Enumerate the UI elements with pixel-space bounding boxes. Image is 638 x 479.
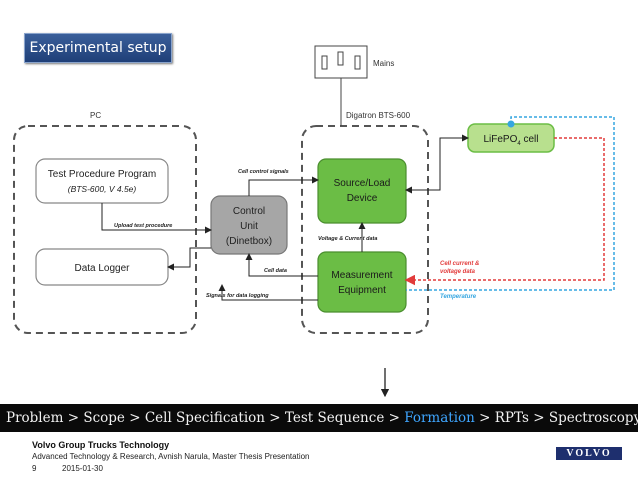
digatron-container bbox=[301, 125, 429, 334]
footer-org: Volvo Group Trucks Technology bbox=[32, 440, 170, 450]
footer: Volvo Group Trucks Technology Advanced T… bbox=[0, 432, 638, 479]
footer-page-date: 9 2015-01-30 bbox=[32, 464, 103, 473]
nav-item-rpts: RPTs bbox=[494, 410, 529, 426]
source-load-label-1: Source/Load bbox=[334, 178, 391, 189]
nav-item-problem: Problem bbox=[6, 410, 64, 426]
cell-current-voltage-label-2: voltage data bbox=[440, 269, 476, 275]
power-link-arrow bbox=[405, 134, 469, 194]
lifepo4-cell-label: LiFePO4 cell bbox=[483, 134, 538, 147]
cell-current-voltage-line bbox=[404, 137, 605, 286]
temperature-line bbox=[406, 116, 615, 291]
nav-separator: > bbox=[124, 410, 145, 426]
control-unit-label-1: Control bbox=[233, 206, 265, 217]
nav-item-cell-specification: Cell Specification bbox=[144, 410, 265, 426]
temperature-label: Temperature bbox=[440, 294, 477, 300]
nav-separator: > bbox=[384, 410, 405, 426]
page-number: 9 bbox=[32, 464, 37, 473]
cell-control-arrow bbox=[248, 176, 319, 196]
measurement-equipment-box bbox=[317, 251, 407, 313]
mains-outlet bbox=[314, 45, 368, 79]
upload-test-procedure-label: Upload test procedure bbox=[114, 223, 172, 229]
data-logger-label: Data Logger bbox=[74, 263, 130, 274]
test-procedure-program-label: Test Procedure Program bbox=[48, 169, 156, 180]
nav-separator: > bbox=[265, 410, 285, 426]
signals-logging-arrow bbox=[218, 284, 318, 301]
cell-data-label: Cell data bbox=[264, 268, 287, 274]
measurement-label-2: Equipment bbox=[338, 285, 386, 296]
nav-item-test-sequence: Test Sequence bbox=[284, 410, 385, 426]
source-load-device-box bbox=[317, 158, 407, 224]
cell-data-arrow bbox=[245, 253, 318, 277]
pc-label: PC bbox=[90, 111, 101, 120]
socket-pin-middle bbox=[337, 51, 344, 66]
signals-for-data-logging-label: Signals for data logging bbox=[206, 293, 269, 299]
socket-pin-left bbox=[321, 55, 328, 70]
digatron-label: Digatron BTS-600 bbox=[346, 111, 411, 120]
nav-separator: > bbox=[474, 410, 495, 426]
cell-control-signals-label: Cell control signals bbox=[238, 169, 289, 175]
source-load-label-2: Device bbox=[347, 193, 378, 204]
voltage-current-data-label: Voltage & Current data bbox=[318, 236, 377, 242]
measurement-label-1: Measurement bbox=[331, 270, 392, 281]
control-unit-label-2: Unit bbox=[240, 221, 258, 232]
nav-item-formation: Formation bbox=[404, 410, 475, 426]
experimental-setup-diagram: PC Digatron BTS-600 Mains Test Procedure… bbox=[13, 45, 615, 398]
footer-date: 2015-01-30 bbox=[62, 464, 103, 473]
test-procedure-program-version: (BTS-600, V 4.5e) bbox=[68, 184, 137, 194]
nav-item-scope: Scope bbox=[83, 410, 125, 426]
nav-item-spectroscopy: Spectroscopy bbox=[548, 410, 638, 426]
cell-current-voltage-label-1: Cell current & bbox=[440, 261, 479, 267]
nav-separator: > bbox=[528, 410, 549, 426]
slide-title: Experimental setup bbox=[24, 33, 172, 63]
progress-navigation-bar: Problem > Scope > Cell Specification > T… bbox=[0, 404, 638, 432]
control-unit-label-3: (Dinetbox) bbox=[226, 236, 272, 247]
test-procedure-program-box bbox=[35, 158, 169, 204]
mains-label: Mains bbox=[373, 59, 394, 68]
footer-subtitle: Advanced Technology & Research, Avnish N… bbox=[32, 452, 310, 461]
socket-pin-right bbox=[354, 55, 361, 70]
volvo-logo: VOLVO bbox=[556, 447, 622, 460]
control-to-logger-arrow bbox=[167, 247, 211, 271]
nav-separator: > bbox=[63, 410, 84, 426]
upload-arrow bbox=[101, 203, 212, 234]
